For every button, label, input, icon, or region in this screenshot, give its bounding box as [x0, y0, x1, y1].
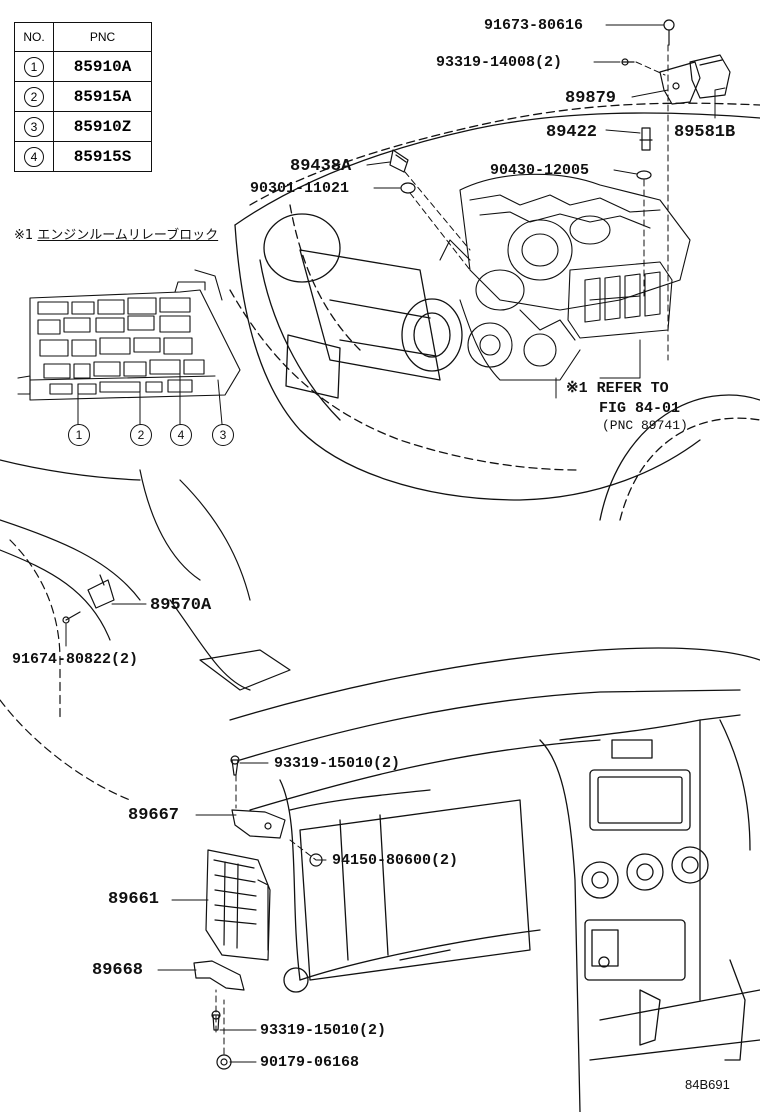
sensor-89422 [639, 127, 653, 151]
table-row: 2 85915A [14, 81, 152, 112]
bolt-91673 [663, 19, 675, 46]
dashboard-assembly [229, 647, 760, 1112]
part-label-89581b[interactable]: 89581B [674, 123, 736, 142]
part-label-94150-80600[interactable]: 94150-80600(2) [332, 852, 459, 869]
part-label-91673-80616[interactable]: 91673-80616 [484, 17, 584, 34]
part-label-90430-12005[interactable]: 90430-12005 [490, 162, 590, 179]
leader-lines-lower [157, 762, 327, 1063]
pnc-table: NO. PNC 1 85910A 2 85915A 3 85910Z 4 859… [14, 22, 152, 172]
row-number: 1 [24, 56, 44, 77]
relay-block-note-text: エンジンルームリレーブロック [37, 228, 219, 243]
relay-callout-4[interactable]: 4 [170, 424, 192, 446]
relay-callout-2[interactable]: 2 [130, 424, 152, 446]
part-label-91674-80822[interactable]: 91674-80822(2) [12, 651, 139, 668]
bracket-89879 [659, 61, 701, 105]
row-number: 3 [24, 116, 44, 137]
part-label-93319-15010-top[interactable]: 93319-15010(2) [274, 755, 401, 772]
relay-callout-3[interactable]: 3 [212, 424, 234, 446]
part-label-90179-06168[interactable]: 90179-06168 [260, 1054, 360, 1071]
part-label-93319-15010-bottom[interactable]: 93319-15010(2) [260, 1022, 387, 1039]
figure-id: 84B691 [685, 1077, 730, 1092]
row-number: 4 [24, 146, 44, 167]
bracket-89667 [231, 809, 286, 839]
row-pnc[interactable]: 85910Z [53, 111, 152, 142]
screw-93319-14008 [621, 58, 635, 66]
part-label-89879[interactable]: 89879 [565, 89, 617, 108]
part-label-89661[interactable]: 89661 [108, 890, 160, 909]
ecu-89661 [205, 849, 271, 961]
row-number: 2 [24, 86, 44, 107]
vehicle-side-body-left [0, 459, 291, 801]
vehicle-front-body [229, 102, 760, 521]
row-pnc[interactable]: 85910A [53, 51, 152, 82]
leader-lines-top [366, 24, 726, 399]
part-label-89668[interactable]: 89668 [92, 961, 144, 980]
relay-callout-leaders [77, 373, 223, 425]
relay-block-note: ※1 エンジンルームリレーブロック [14, 224, 218, 243]
refer-note-line2[interactable]: FIG 84-01 [599, 400, 681, 417]
part-label-89667[interactable]: 89667 [128, 806, 180, 825]
relay-callout-1[interactable]: 1 [68, 424, 90, 446]
part-label-89422[interactable]: 89422 [546, 123, 598, 142]
refer-note-line1: ※1 REFER TO [566, 380, 669, 397]
screw-91674 [62, 611, 81, 624]
row-pnc[interactable]: 85915A [53, 81, 152, 112]
refer-note-line3: (PNC 89741) [602, 418, 688, 433]
row-pnc[interactable]: 85915S [53, 141, 152, 172]
part-label-93319-14008[interactable]: 93319-14008(2) [436, 54, 563, 71]
screw-top [230, 755, 240, 776]
dashed-leaders-top [404, 44, 669, 361]
nut-90179 [216, 1054, 232, 1070]
dashed-leaders-lower [215, 774, 317, 1055]
pnc-table-header-pnc: PNC [53, 22, 152, 52]
sensor-89581b [689, 54, 731, 99]
pnc-table-header-no: NO. [14, 22, 54, 52]
sensor-89438a [389, 149, 409, 173]
engine-assembly [439, 173, 691, 381]
bracket-89668 [193, 960, 245, 991]
sensor-89570a [87, 574, 115, 609]
pnc-table-header-row: NO. PNC [14, 22, 152, 52]
part-label-89438a[interactable]: 89438A [290, 157, 352, 176]
gasket-90301 [400, 182, 416, 194]
table-row: 1 85910A [14, 51, 152, 82]
part-label-90301-11021[interactable]: 90301-11021 [250, 180, 350, 197]
table-row: 4 85915S [14, 141, 152, 172]
relay-block-detail [17, 269, 241, 401]
part-label-89570a[interactable]: 89570A [150, 596, 212, 615]
washer-90430 [636, 170, 652, 180]
table-row: 3 85910Z [14, 111, 152, 142]
relay-block-note-mark: ※1 [14, 228, 38, 243]
